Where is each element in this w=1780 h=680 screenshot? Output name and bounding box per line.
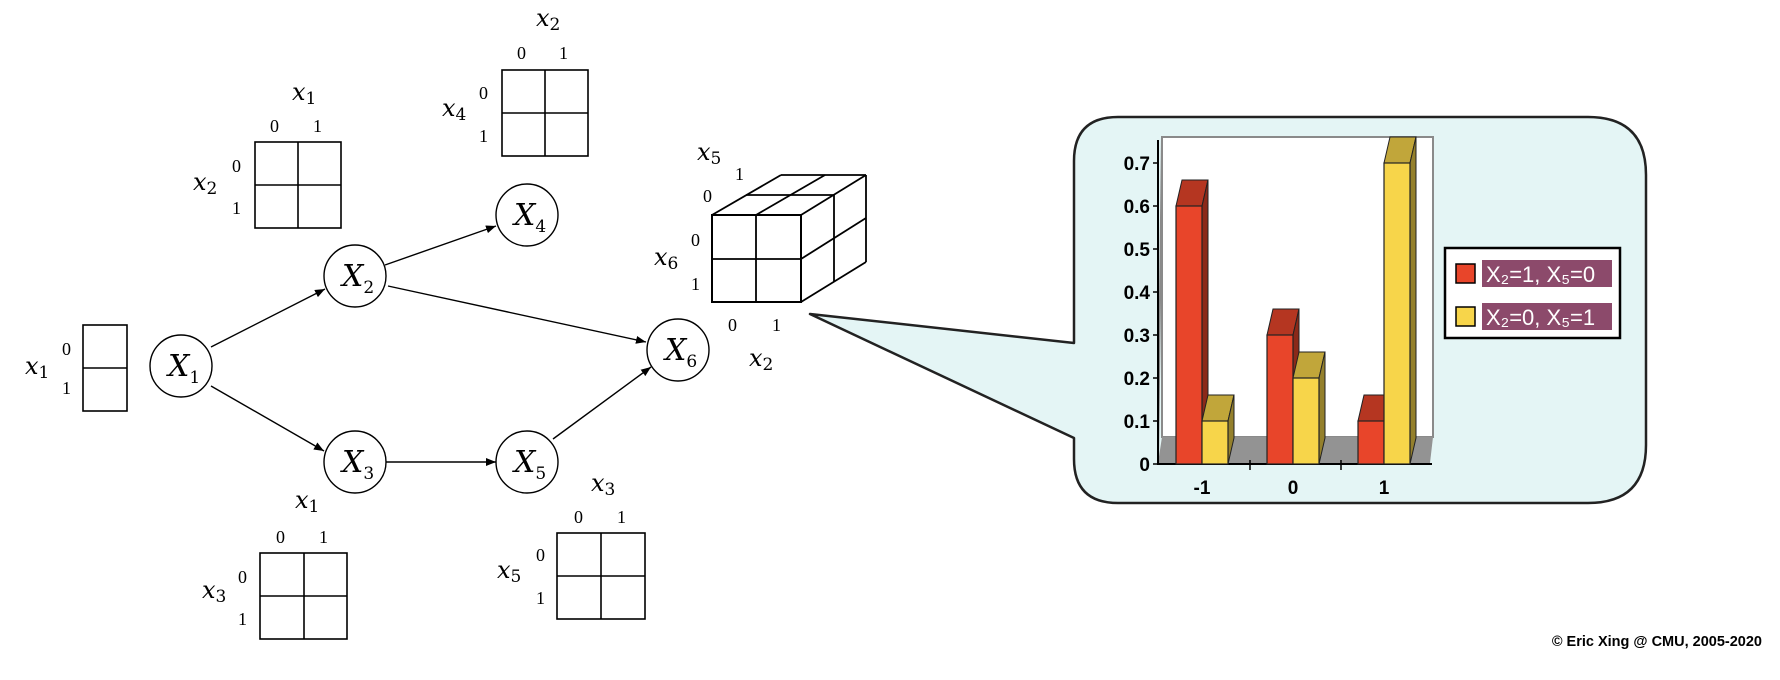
node-x2: X2 xyxy=(323,244,387,308)
svg-text:1: 1 xyxy=(479,126,488,146)
bar-front-face xyxy=(1292,377,1320,465)
bar-side-face xyxy=(1409,136,1417,465)
edge-x1-x2 xyxy=(210,288,326,348)
bar-front-face xyxy=(1266,334,1294,465)
svg-text:x5: x5 xyxy=(697,138,721,169)
y-tick-label: 0.4 xyxy=(1124,283,1151,304)
svg-text:x6: x6 xyxy=(654,243,678,274)
svg-text:1: 1 xyxy=(735,164,744,184)
bar-yellow-0 xyxy=(1292,351,1326,465)
y-tick-label: 0.7 xyxy=(1124,154,1150,175)
svg-text:x3: x3 xyxy=(202,576,226,607)
legend-label-bg-2 xyxy=(1482,303,1612,330)
svg-text:0: 0 xyxy=(536,545,545,565)
svg-text:x1: x1 xyxy=(25,352,49,383)
svg-text:X6: X6 xyxy=(663,333,697,372)
bar-chart: 0 0.1 0.2 0.3 0.4 0.5 0.6 0.7 -1 0 1 X₂=1, X₅=0 X… xyxy=(1124,136,1622,499)
svg-text:0: 0 xyxy=(517,43,526,63)
svg-text:x3: x3 xyxy=(591,469,615,500)
svg-text:X5: X5 xyxy=(512,445,546,484)
svg-text:1: 1 xyxy=(617,507,626,527)
svg-text:0: 0 xyxy=(270,116,279,136)
x-ticks: -1 0 1 xyxy=(1194,460,1390,499)
cpt-x3: x1 0 1 x3 0 1 xyxy=(202,486,348,640)
node-x4: X4 xyxy=(495,183,559,247)
graph-edges xyxy=(210,225,652,466)
svg-text:0: 0 xyxy=(238,567,247,587)
node-x3: X3 xyxy=(323,430,387,494)
svg-text:X3: X3 xyxy=(340,445,374,484)
svg-text:X2: X2 xyxy=(340,259,374,298)
bar-yellow-1 xyxy=(1383,136,1417,465)
y-ticks: 0 0.1 0.2 0.3 0.4 0.5 0.6 0.7 xyxy=(1124,154,1158,476)
bar-red--1 xyxy=(1175,179,1209,465)
node-x1: X1 xyxy=(149,334,213,398)
x-tick-label: -1 xyxy=(1194,478,1211,499)
y-tick-label: 0.1 xyxy=(1124,412,1151,433)
svg-text:x1: x1 xyxy=(292,78,316,109)
svg-text:0: 0 xyxy=(232,156,241,176)
cpt-x6-cube: x5 1 0 x6 0 1 0 1 x2 xyxy=(654,138,867,375)
svg-text:0: 0 xyxy=(703,186,712,206)
y-tick-label: 0.3 xyxy=(1124,326,1150,347)
legend-label-2: X₂=0, X₅=1 xyxy=(1486,305,1595,330)
svg-text:x2: x2 xyxy=(536,4,560,35)
svg-text:x5: x5 xyxy=(497,556,521,587)
svg-text:0: 0 xyxy=(728,315,737,335)
y-tick-label: 0 xyxy=(1139,455,1150,476)
cpt-x5: x3 0 1 x5 0 1 xyxy=(497,469,646,620)
y-tick-label: 0.2 xyxy=(1124,369,1150,390)
edge-x5-x6 xyxy=(552,366,652,440)
bar-front-face xyxy=(1201,420,1229,465)
svg-text:0: 0 xyxy=(574,507,583,527)
x-tick-label: 1 xyxy=(1379,478,1390,499)
bar-red-1 xyxy=(1357,394,1391,465)
x-tick-label: 0 xyxy=(1288,478,1299,499)
cpt-x1: x1 0 1 xyxy=(25,324,128,412)
svg-text:x1: x1 xyxy=(295,486,319,517)
svg-text:1: 1 xyxy=(238,609,247,629)
svg-text:1: 1 xyxy=(559,43,568,63)
svg-text:x2: x2 xyxy=(749,344,773,375)
svg-text:x4: x4 xyxy=(442,94,466,125)
cpt-x4: x2 0 1 x4 0 1 xyxy=(442,4,589,157)
legend-label-bg-1 xyxy=(1482,260,1612,287)
svg-text:1: 1 xyxy=(313,116,322,136)
svg-text:1: 1 xyxy=(536,588,545,608)
legend-label-1: X₂=1, X₅=0 xyxy=(1486,262,1595,287)
svg-text:1: 1 xyxy=(232,198,241,218)
chart-legend: X₂=1, X₅=0 X₂=0, X₅=1 xyxy=(1443,246,1622,340)
legend-swatch-red xyxy=(1455,263,1476,284)
copyright-text: © Eric Xing @ CMU, 2005-2020 xyxy=(1552,634,1762,650)
edge-x2-x4 xyxy=(384,225,497,266)
bar-front-face xyxy=(1383,162,1411,465)
legend-swatch-yellow xyxy=(1455,306,1476,327)
node-x5: X5 xyxy=(495,430,559,494)
svg-text:X4: X4 xyxy=(512,198,546,237)
bars xyxy=(1175,136,1417,465)
y-tick-label: 0.6 xyxy=(1124,197,1150,218)
svg-text:1: 1 xyxy=(319,527,328,547)
svg-text:x2: x2 xyxy=(193,168,217,199)
svg-text:0: 0 xyxy=(62,339,71,359)
bar-yellow--1 xyxy=(1201,394,1235,465)
edge-x1-x3 xyxy=(210,385,325,452)
svg-text:0: 0 xyxy=(691,230,700,250)
svg-text:X1: X1 xyxy=(166,349,200,388)
bar-front-face xyxy=(1175,205,1203,465)
svg-text:1: 1 xyxy=(772,315,781,335)
edge-x2-x6 xyxy=(387,285,647,344)
svg-text:1: 1 xyxy=(691,274,700,294)
node-x6: X6 xyxy=(646,318,710,382)
cpt-x2: x1 0 1 x2 0 1 xyxy=(193,78,342,229)
y-tick-label: 0.5 xyxy=(1124,240,1151,261)
svg-text:0: 0 xyxy=(276,527,285,547)
bar-front-face xyxy=(1357,420,1385,465)
svg-text:0: 0 xyxy=(479,83,488,103)
svg-text:1: 1 xyxy=(62,378,71,398)
